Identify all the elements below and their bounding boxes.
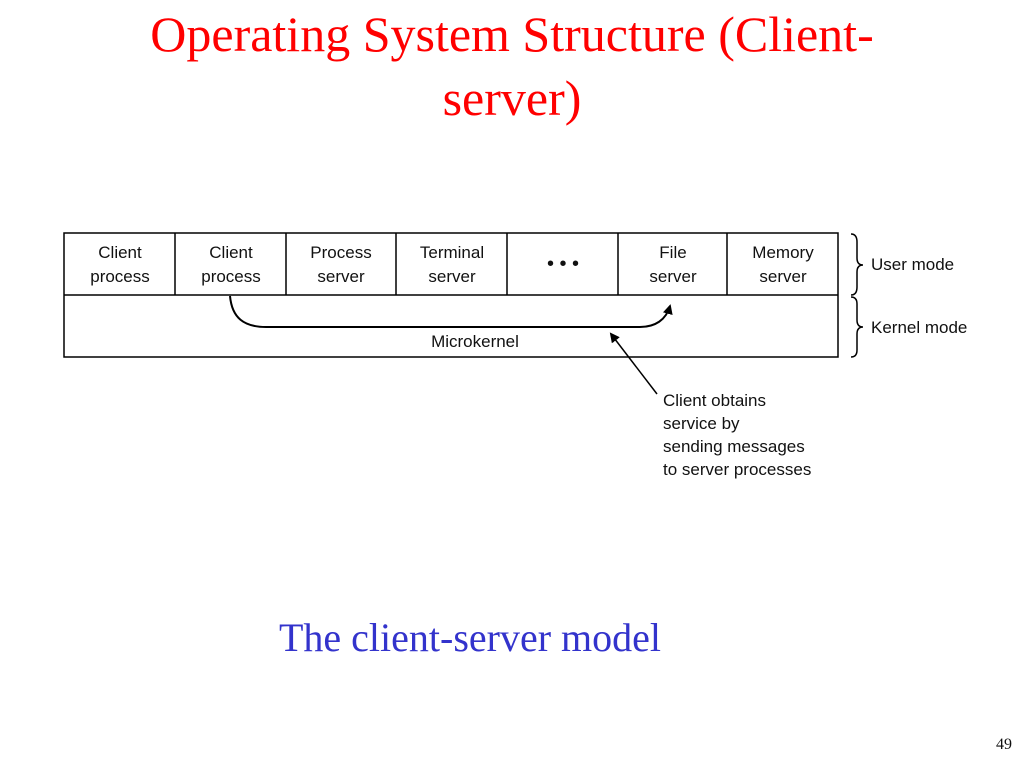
cell-line: Client: [209, 243, 253, 262]
note-line: Client obtains: [663, 391, 767, 410]
cell-client-process: Client process: [176, 241, 286, 289]
note-line: sending messages: [663, 437, 805, 456]
kernel-mode-brace: [850, 296, 864, 358]
user-mode-brace: [850, 233, 864, 296]
cell-line: process: [90, 267, 150, 286]
cell-terminal-server: Terminal server: [397, 241, 507, 289]
page-number: 49: [996, 736, 1012, 753]
cell-line: File: [659, 243, 687, 262]
title-line-2: server): [442, 70, 582, 126]
client-note: Client obtains service by sending messag…: [663, 389, 811, 481]
note-line: service by: [663, 414, 740, 433]
cell-line: server: [317, 267, 365, 286]
cell-line: server: [428, 267, 476, 286]
message-arrow: [229, 295, 673, 328]
cell-line: Memory: [752, 243, 814, 262]
cell-line: server: [759, 267, 807, 286]
note-line: to server processes: [663, 460, 812, 479]
cell-ellipsis: • • •: [508, 252, 618, 276]
cell-line: Client: [98, 243, 142, 262]
title-line-1: Operating System Structure (Client-: [150, 6, 874, 62]
cell-line: Terminal: [419, 243, 485, 262]
page-title: Operating System Structure (Client- serv…: [60, 2, 964, 130]
cell-line: Process: [310, 243, 372, 262]
note-pointer-arrow: [609, 332, 658, 395]
cell-line: server: [649, 267, 697, 286]
cell-line: process: [201, 267, 261, 286]
cell-client-process: Client process: [65, 241, 175, 289]
cell-process-server: Process server: [286, 241, 396, 289]
user-mode-label: User mode: [871, 255, 955, 274]
cell-memory-server: Memory server: [728, 241, 838, 289]
kernel-mode-label: Kernel mode: [871, 318, 968, 337]
figure-caption: The client-server model: [278, 615, 662, 660]
cell-line: • • •: [546, 253, 580, 275]
microkernel-label: Microkernel: [431, 332, 519, 351]
cell-file-server: File server: [618, 241, 728, 289]
